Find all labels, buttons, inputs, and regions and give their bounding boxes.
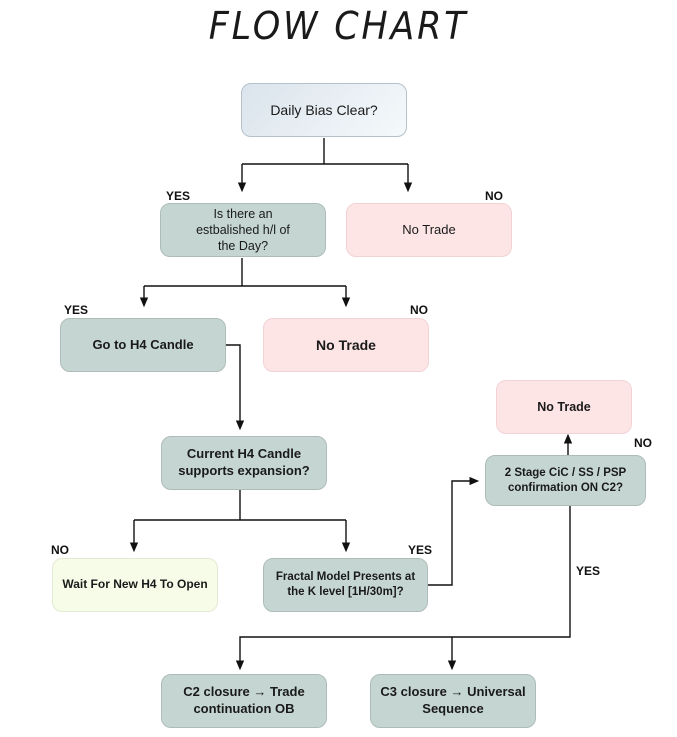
link-hl-split	[144, 258, 346, 287]
link-confirm-yes	[235, 506, 571, 671]
node-no-trade-2: No Trade	[263, 318, 429, 372]
node-c3-closure: C3 closure → Universal Sequence	[370, 674, 536, 728]
node-established-hl: Is there an estbalished h/l of the Day?	[160, 203, 326, 257]
link-bias-split	[242, 138, 408, 165]
label-no: NO	[410, 303, 428, 317]
label-yes: YES	[408, 543, 433, 557]
label-no: NO	[634, 436, 652, 450]
node-fractal: Fractal Model Presents at the K level [1…	[263, 558, 428, 612]
node-stage-confirm: 2 Stage CiC / SS / PSP confirmation ON C…	[485, 455, 646, 506]
page-title: FLOW CHART	[208, 4, 469, 48]
node-daily-bias: Daily Bias Clear?	[241, 83, 407, 137]
node-no-trade-3: No Trade	[496, 380, 632, 434]
link-fractal-confirm	[428, 476, 480, 586]
node-wait-h4: Wait For New H4 To Open	[52, 558, 218, 612]
label-no: NO	[51, 543, 69, 557]
node-current-h4: Current H4 Candle supports expansion?	[161, 436, 327, 490]
link-current-split	[134, 490, 346, 521]
node-no-trade-1: No Trade	[346, 203, 512, 257]
label-yes: YES	[576, 564, 601, 578]
node-c2-closure: C2 closure → Trade continuation OB	[161, 674, 327, 728]
label-yes: YES	[166, 189, 191, 203]
label-yes: YES	[64, 303, 89, 317]
node-go-h4: Go to H4 Candle	[60, 318, 226, 372]
label-no: NO	[485, 189, 503, 203]
link-h4-down	[226, 344, 245, 431]
